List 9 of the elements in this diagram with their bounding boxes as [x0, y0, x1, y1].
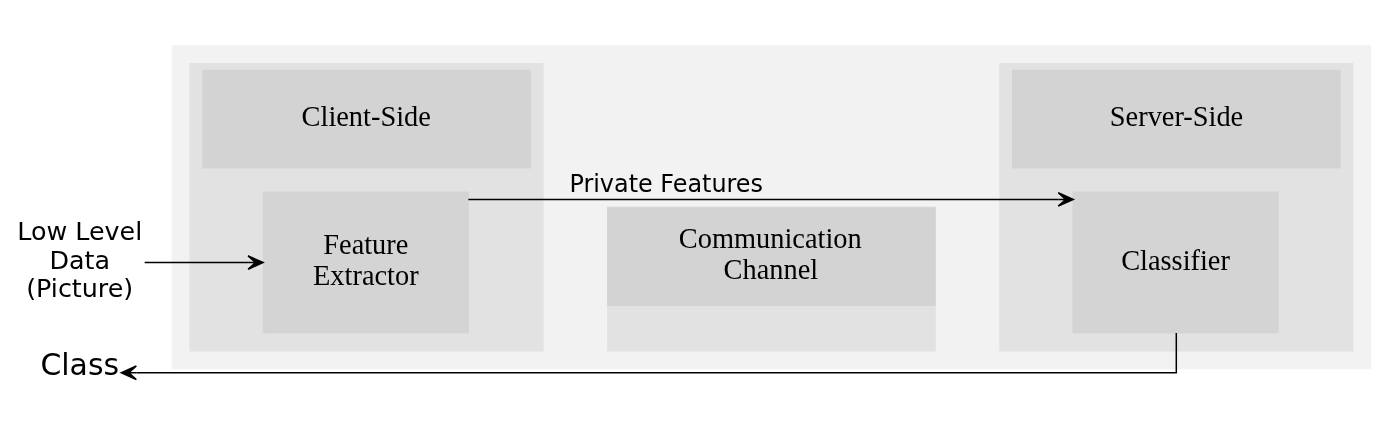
- node-box: Feature Extractor: [262, 191, 469, 333]
- arrow: [120, 331, 1178, 380]
- arrow: [467, 191, 1074, 207]
- cluster: [171, 44, 1372, 369]
- edge-label: Private Features: [569, 169, 764, 198]
- arrow: [143, 254, 264, 270]
- node-text: Class: [40, 346, 119, 382]
- node-text: Low Level Data (Picture): [17, 215, 143, 303]
- node-box: Classifier: [1072, 191, 1279, 333]
